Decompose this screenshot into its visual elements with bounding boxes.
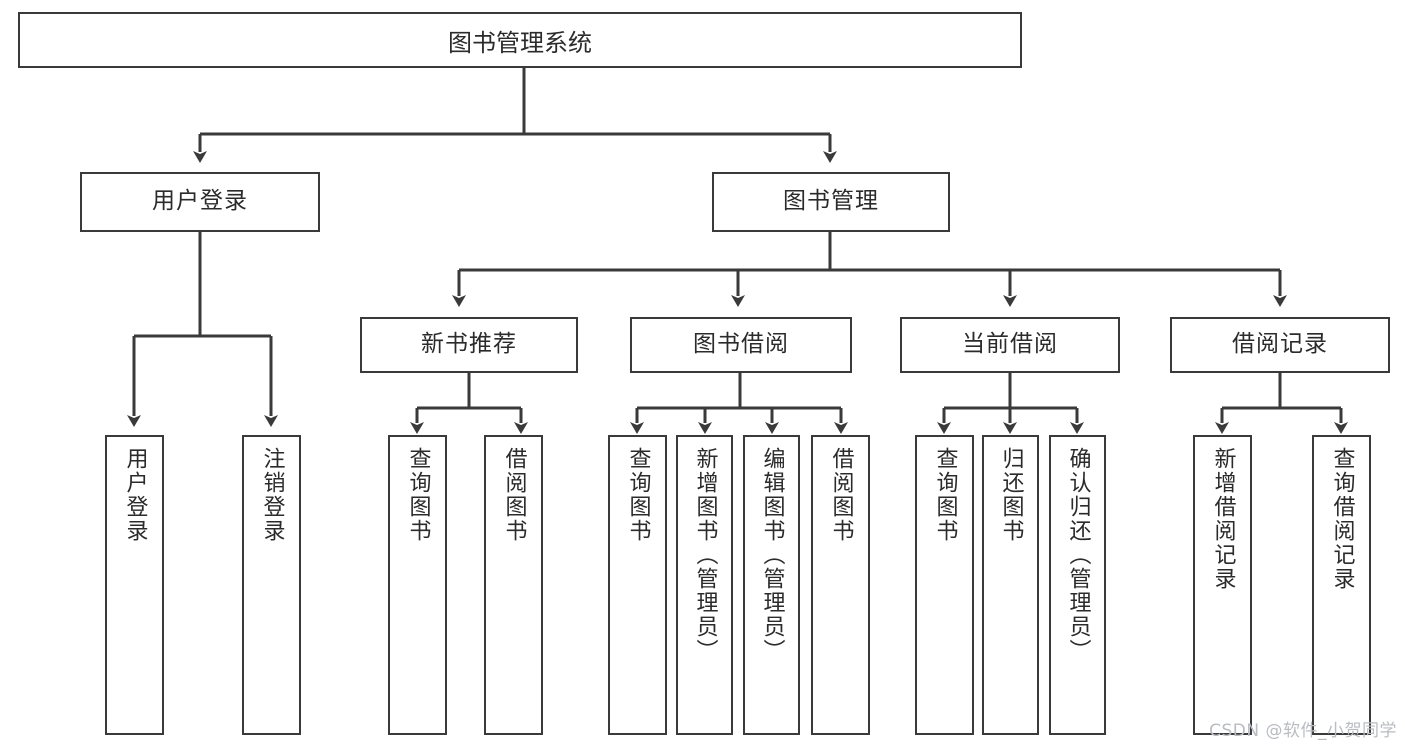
leaf-label: 查询图书 [625,447,651,543]
node-label: 图书管理系统 [448,28,592,57]
node-current-borrow[interactable]: 当前借阅 [900,317,1120,373]
leaf-label: 注销登录 [259,447,285,543]
node-label: 借阅记录 [1232,331,1328,358]
leaf-current-query-book[interactable]: 查询图书 [915,435,974,735]
node-new-book-recommend[interactable]: 新书推荐 [360,317,578,373]
leaf-borrow-borrow-book[interactable]: 借阅图书 [811,435,870,735]
leaf-recommend-query-book[interactable]: 查询图书 [388,435,447,735]
leaf-label: 归还图书 [998,447,1024,543]
leaf-current-confirm-return-admin[interactable]: 确认归还（管理员） [1049,435,1106,735]
leaf-label: 查询图书 [932,447,958,543]
leaf-label: 新增图书（管理员） [692,447,718,663]
node-label: 当前借阅 [962,331,1058,358]
leaf-current-return-book[interactable]: 归还图书 [982,435,1039,735]
node-user-login[interactable]: 用户登录 [80,172,320,232]
leaf-borrow-add-book-admin[interactable]: 新增图书（管理员） [676,435,733,735]
node-book-borrow[interactable]: 图书借阅 [630,317,852,373]
leaf-user-login-login[interactable]: 用户登录 [105,435,164,735]
leaf-label: 查询图书 [405,447,431,543]
node-borrow-record[interactable]: 借阅记录 [1170,317,1390,373]
leaf-record-query-record[interactable]: 查询借阅记录 [1312,435,1371,735]
leaf-label: 查询借阅记录 [1329,447,1355,591]
node-book-management[interactable]: 图书管理 [712,172,950,232]
leaf-label: 借阅图书 [501,447,527,543]
leaf-recommend-borrow-book[interactable]: 借阅图书 [484,435,543,735]
leaf-borrow-edit-book-admin[interactable]: 编辑图书（管理员） [743,435,800,735]
node-label: 图书借阅 [693,331,789,358]
leaf-label: 确认归还（管理员） [1065,447,1091,663]
leaf-label: 用户登录 [122,447,148,543]
leaf-label: 编辑图书（管理员） [759,447,785,663]
node-label: 图书管理 [783,188,879,215]
leaf-label: 借阅图书 [828,447,854,543]
node-root-book-management-system[interactable]: 图书管理系统 [18,12,1022,68]
node-label: 用户登录 [152,188,248,215]
leaf-user-login-logout[interactable]: 注销登录 [242,435,301,735]
leaf-borrow-query-book[interactable]: 查询图书 [608,435,667,735]
leaf-record-add-record[interactable]: 新增借阅记录 [1193,435,1252,735]
leaf-label: 新增借阅记录 [1210,447,1236,591]
node-label: 新书推荐 [421,331,517,358]
